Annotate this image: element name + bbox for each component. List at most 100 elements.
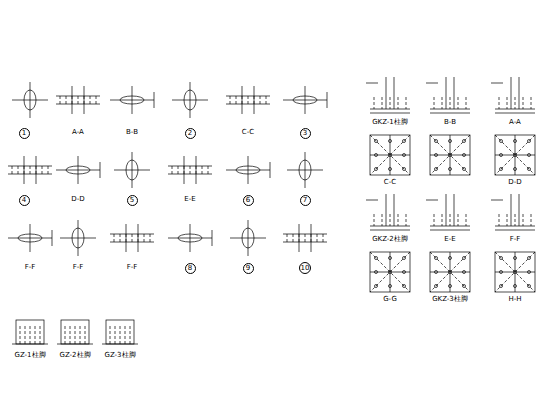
section-label: F-F (24, 264, 37, 272)
stroke (370, 135, 410, 175)
stroke (370, 135, 410, 175)
stroke (242, 86, 243, 114)
stroke (394, 194, 395, 226)
stroke (172, 100, 208, 101)
detail-number-text: 7 (303, 196, 307, 204)
stroke (435, 285, 438, 288)
section-label: C-C (383, 179, 397, 187)
detail-number: 6 (243, 195, 254, 206)
stroke (375, 285, 378, 288)
stroke (30, 326, 31, 344)
stroke (36, 166, 37, 174)
stroke (208, 166, 209, 174)
stroke (242, 96, 243, 104)
stroke (389, 140, 392, 143)
stroke (154, 92, 155, 108)
stroke (528, 257, 531, 260)
stroke (126, 234, 127, 242)
stroke (514, 140, 517, 143)
stroke (106, 320, 134, 344)
section-label: A-A (71, 129, 85, 137)
detail-number: 8 (185, 263, 196, 274)
stroke (491, 83, 503, 84)
stroke (466, 214, 467, 226)
stroke (514, 154, 517, 157)
stroke (65, 326, 66, 344)
stroke (60, 96, 61, 104)
detail-number: 5 (127, 195, 138, 206)
stroke (463, 168, 466, 171)
stroke (528, 154, 531, 157)
stroke (507, 214, 508, 226)
stroke (18, 166, 19, 174)
detail-number-text: 9 (246, 264, 250, 272)
stroke (260, 96, 261, 104)
stroke (528, 168, 531, 171)
stroke (305, 234, 306, 242)
stroke (317, 234, 318, 242)
stroke (70, 326, 71, 344)
stroke (374, 97, 375, 109)
section-label: E-E (183, 196, 196, 204)
stroke (80, 326, 81, 344)
stroke (528, 140, 531, 143)
stroke (370, 272, 410, 273)
stroke (12, 166, 13, 174)
stroke (511, 194, 512, 226)
stroke (515, 214, 516, 226)
stroke (60, 238, 96, 239)
stroke (202, 166, 203, 174)
stroke (366, 200, 378, 201)
section-label: GZ-1柱脚 (13, 352, 46, 360)
stroke (96, 96, 97, 104)
stroke (196, 166, 197, 174)
stroke (299, 224, 300, 252)
section-label: GZ-3柱脚 (103, 352, 136, 360)
stroke (72, 96, 73, 104)
stroke (375, 257, 378, 260)
stroke (382, 97, 383, 109)
stroke (528, 285, 531, 288)
stroke (266, 96, 267, 104)
detail-number-text: 5 (130, 196, 134, 204)
stroke (370, 252, 410, 292)
stroke (375, 154, 378, 157)
stroke (20, 326, 21, 344)
stroke (375, 140, 378, 143)
stroke (430, 272, 470, 273)
stroke (463, 285, 466, 288)
stroke (144, 234, 145, 242)
stroke (446, 194, 447, 226)
stroke (230, 96, 231, 104)
stroke (150, 234, 151, 242)
stroke (24, 156, 25, 184)
stroke (12, 100, 48, 101)
stroke (495, 113, 535, 114)
detail-number-text: 4 (22, 196, 26, 204)
stroke (184, 166, 185, 174)
section-label: A-A (508, 119, 522, 127)
detail-number-text: 2 (188, 129, 192, 137)
stroke (72, 86, 73, 114)
section-label: GKZ-2柱脚 (371, 236, 409, 244)
stroke (254, 86, 255, 114)
section-label: G-G (382, 296, 398, 304)
stroke (30, 224, 31, 252)
stroke (85, 326, 86, 344)
stroke (403, 154, 406, 157)
detail-number: 2 (185, 128, 196, 139)
stroke (389, 285, 392, 288)
stroke (35, 326, 36, 344)
stroke (382, 214, 383, 226)
stroke (120, 326, 121, 344)
stroke (132, 86, 133, 114)
stroke (514, 271, 517, 274)
stroke (403, 257, 406, 260)
stroke (500, 285, 503, 288)
stroke (519, 77, 520, 109)
stroke (78, 96, 79, 104)
section-label: F-F (126, 264, 139, 272)
stroke (499, 214, 500, 226)
stroke (398, 97, 399, 109)
stroke (394, 77, 395, 109)
